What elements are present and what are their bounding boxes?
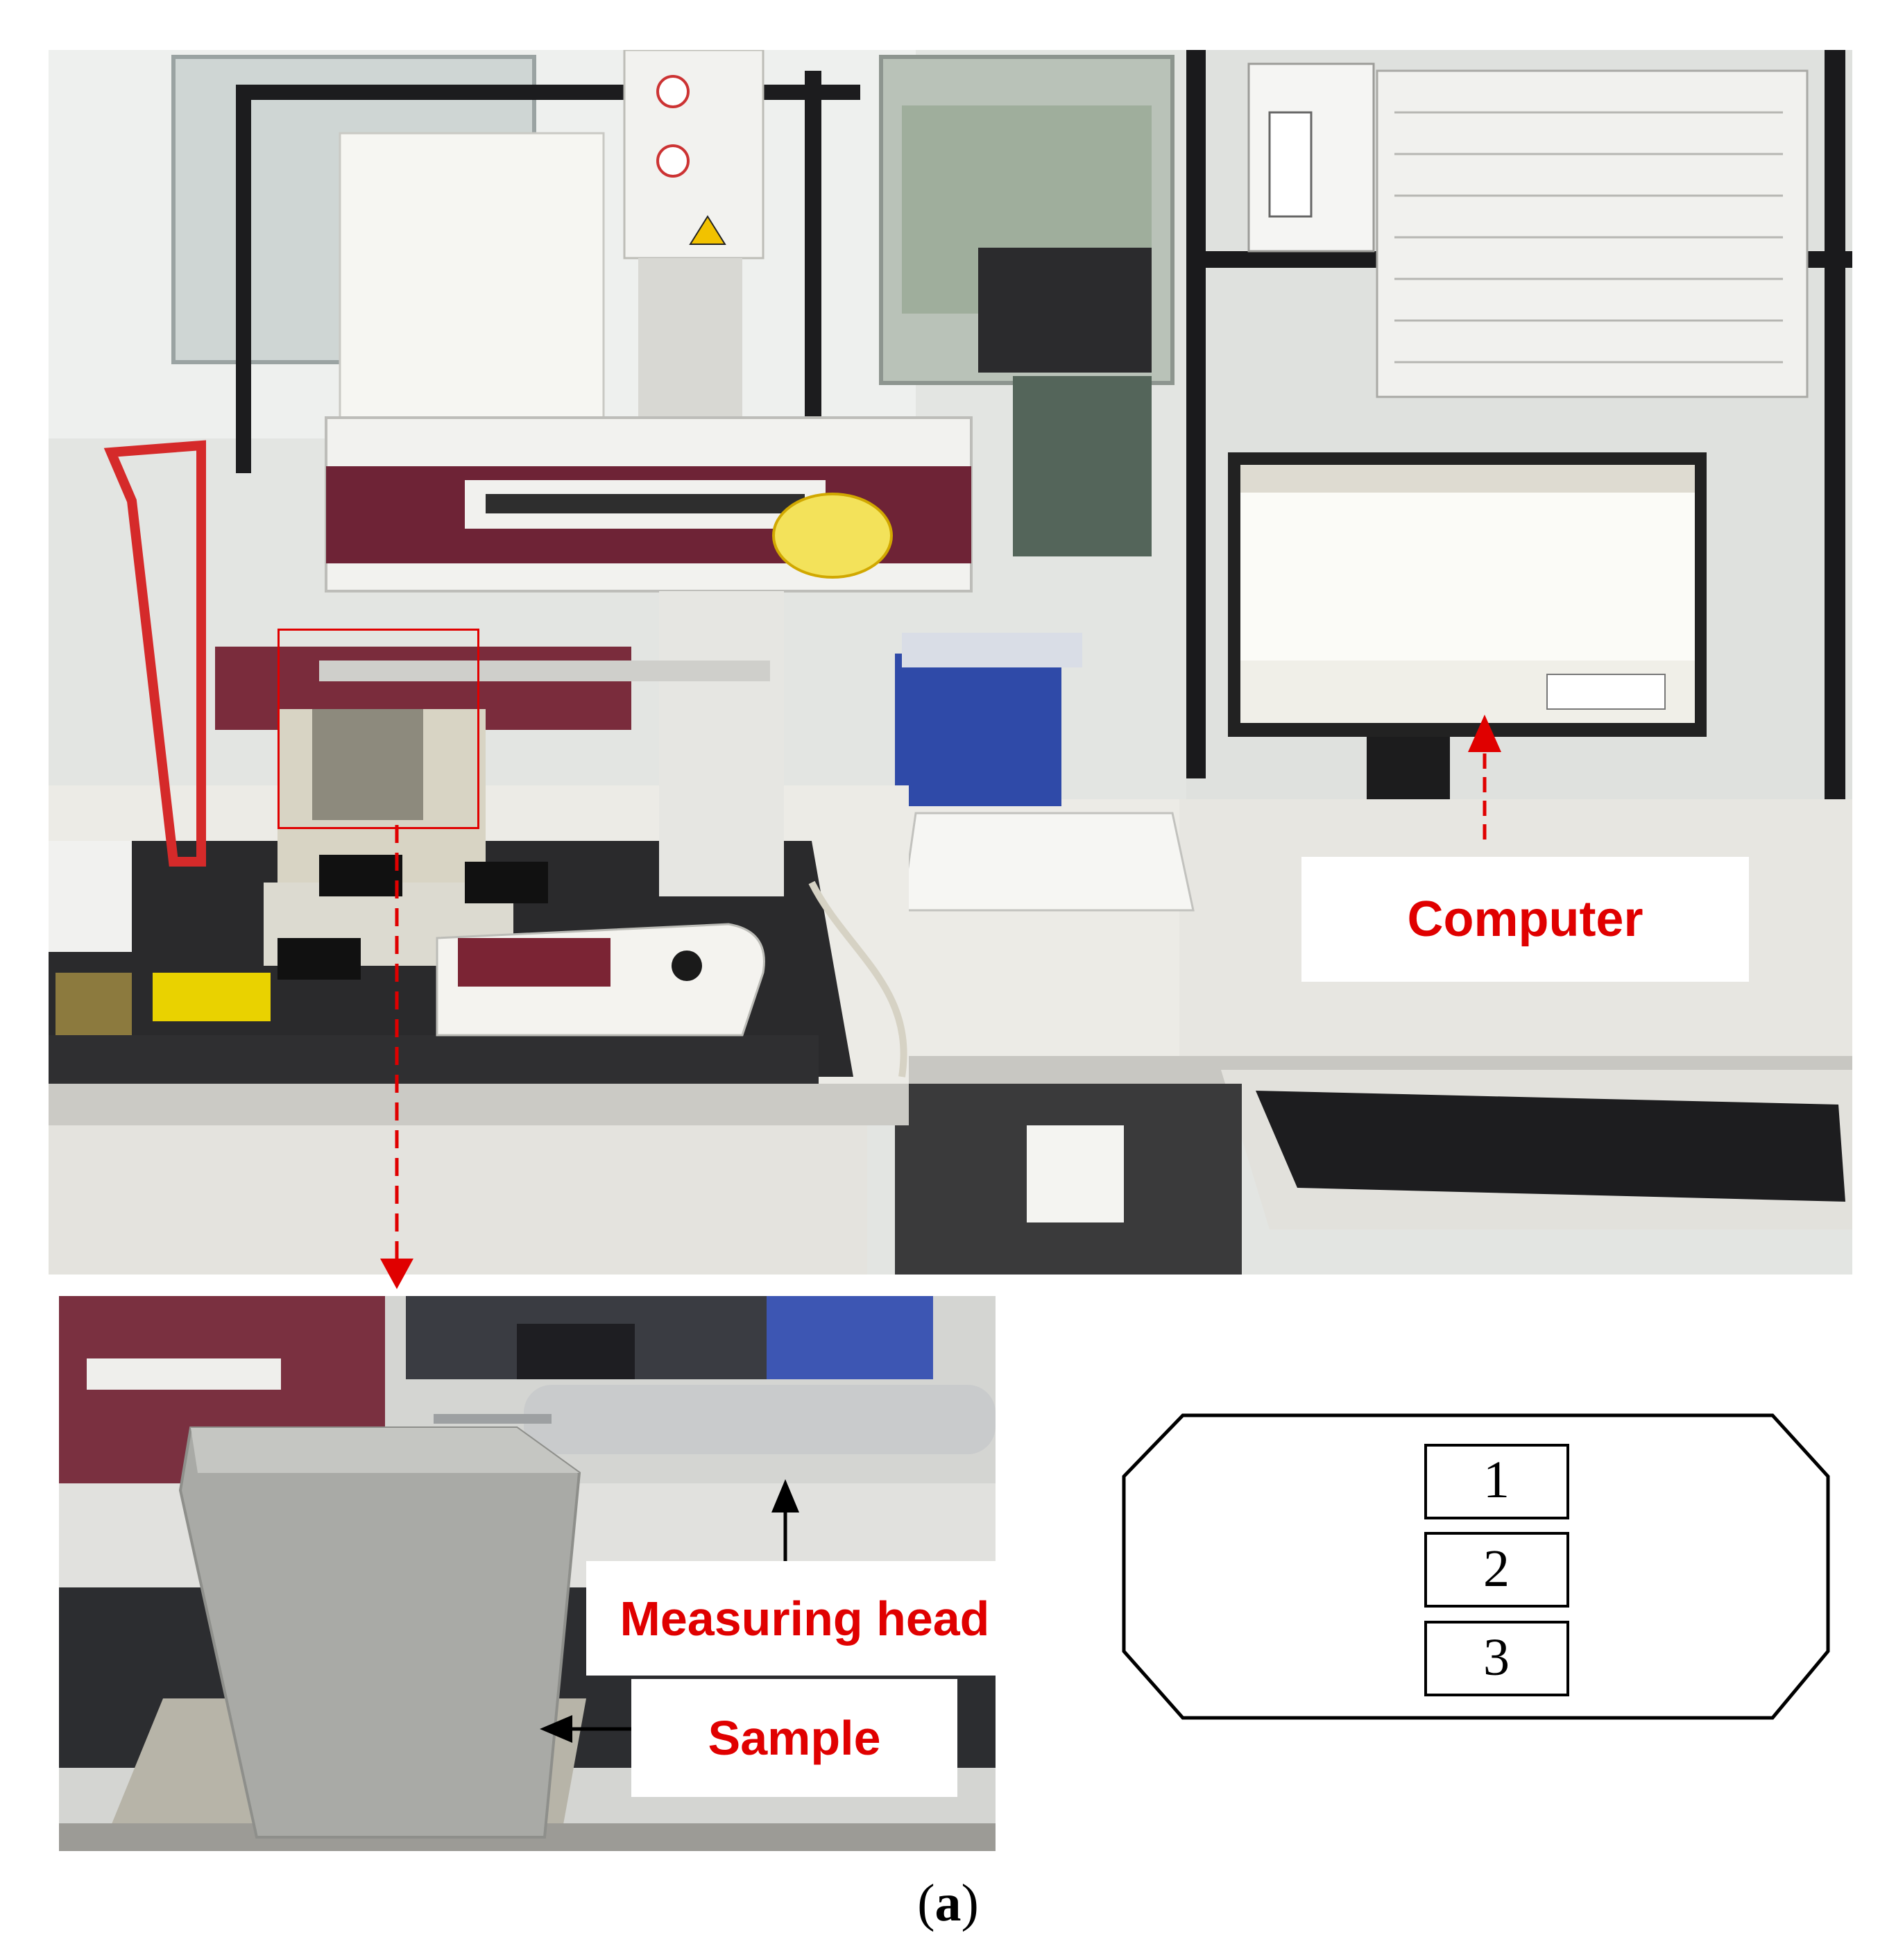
measuring-area-highlight — [277, 629, 479, 829]
measuring-head-label: Measuring head — [586, 1561, 1023, 1676]
computer-label: Computer — [1301, 857, 1749, 982]
position-label-1: 1 — [1483, 1451, 1510, 1509]
lab-setup-photo — [49, 50, 1852, 1275]
zoom-connector-arrowhead — [380, 1259, 413, 1289]
position-box-3 — [1424, 1621, 1569, 1696]
position-label-2: 2 — [1483, 1540, 1510, 1598]
position-box-1 — [1424, 1444, 1569, 1519]
position-box-2 — [1424, 1532, 1569, 1608]
figure-caption: (a) — [0, 1873, 1896, 1934]
measurement-position-diagram: 1 2 3 — [1122, 1413, 1830, 1720]
computer-arrowhead — [1468, 715, 1501, 752]
sample-arrowhead — [540, 1715, 572, 1743]
measuring-head-arrowhead — [771, 1479, 799, 1512]
position-label-3: 3 — [1483, 1628, 1510, 1687]
caption-open-paren: ( — [917, 1874, 935, 1932]
sample-label: Sample — [631, 1679, 957, 1797]
caption-close-paren: ) — [961, 1874, 979, 1932]
lab-setup-illustration — [49, 50, 1852, 1275]
caption-letter: a — [934, 1874, 962, 1932]
